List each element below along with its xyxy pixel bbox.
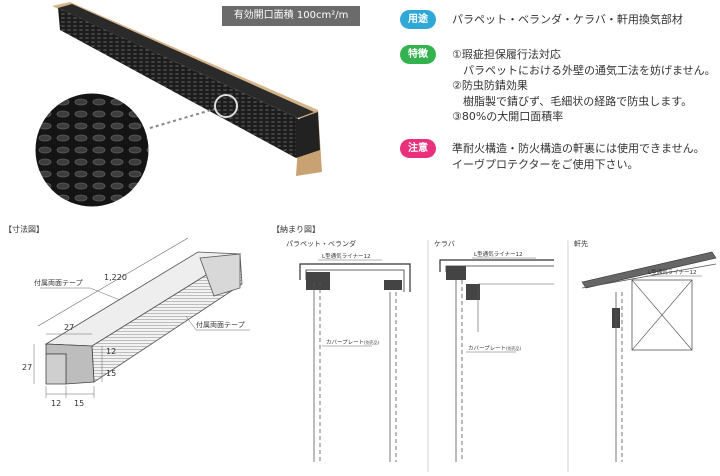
parapet-liner-label: L型通気ライナー12 [322, 252, 370, 260]
dim-27-top: 27 [64, 323, 74, 332]
keraba-cover-note: (別売品) [506, 345, 522, 351]
caution-badge: 注意 [400, 139, 436, 158]
opening-area-badge: 有効開口面積 100cm²/m [222, 6, 360, 26]
feature-panel: 用途 パラペット・ベランダ・ケラバ・軒用換気部材 特徴 ①瑕疵担保履行法対応 パ… [392, 0, 720, 218]
noki-liner-label: L型通気ライナー12 [648, 268, 696, 276]
noki-title: 軒先 [574, 239, 588, 248]
feature-line-2: パラペットにおける外壁の通気工法を妨げません。 [452, 63, 716, 77]
tape-label-1: 付属両面テープ [34, 278, 83, 287]
dim-15-right: 15 [106, 369, 116, 378]
keraba-liner-label: L型通気ライナー12 [474, 250, 522, 258]
dim-15-bottom: 15 [74, 399, 84, 408]
caution-line-1: 準耐火構造・防火構造の軒裏には使用できません。 [452, 142, 705, 155]
feature-line-5: ③80%の大開口面積率 [452, 110, 564, 123]
dimension-drawing: 【寸法図】 1,220 付属両面テープ 付属両面テープ 27 27 [0, 222, 262, 476]
feature-line-4: 樹脂製で錆びず、毛細状の経路で防虫します。 [452, 94, 693, 108]
feature-line-3: ②防虫防錆効果 [452, 79, 528, 92]
install-section-label: 【納まり図】 [272, 225, 320, 234]
product-photo: 有効開口面積 100cm²/m [0, 0, 390, 218]
usage-text: パラペット・ベランダ・ケラバ・軒用換気部材 [452, 13, 683, 26]
product-photo-illustration [32, 2, 322, 210]
dim-12-bottom: 12 [51, 399, 61, 408]
keraba-title: ケラバ [434, 240, 455, 248]
dim-27-side: 27 [22, 363, 32, 372]
usage-badge: 用途 [400, 10, 436, 29]
parapet-title: パラペット・ベランダ [286, 239, 356, 248]
feature-badge: 特徴 [400, 45, 436, 64]
dimension-section-label: 【寸法図】 [4, 225, 44, 234]
keraba-cover-label: カバープレート [468, 345, 506, 352]
tape-label-2: 付属両面テープ [196, 320, 245, 329]
install-diagram: パラペット・ベランダ L型通気ライナー12 カバープレート (別売品) ケラバ … [286, 239, 717, 472]
dimension-diagram: 1,220 付属両面テープ 付属両面テープ 27 27 12 15 12 15 [22, 237, 250, 408]
caution-line-2: イーヴプロテクターをご使用下さい。 [452, 157, 639, 171]
parapet-cover-note: (別売品) [364, 339, 380, 345]
parapet-cover-label: カバープレート [326, 339, 364, 346]
installation-drawing: 【納まり図】 パラペット・ベランダ L型通気ライナー12 カバープレート (別売… [272, 222, 720, 476]
length-label: 1,220 [104, 273, 127, 282]
feature-line-1: ①瑕疵担保履行法対応 [452, 48, 561, 61]
dim-12-right: 12 [106, 347, 116, 356]
